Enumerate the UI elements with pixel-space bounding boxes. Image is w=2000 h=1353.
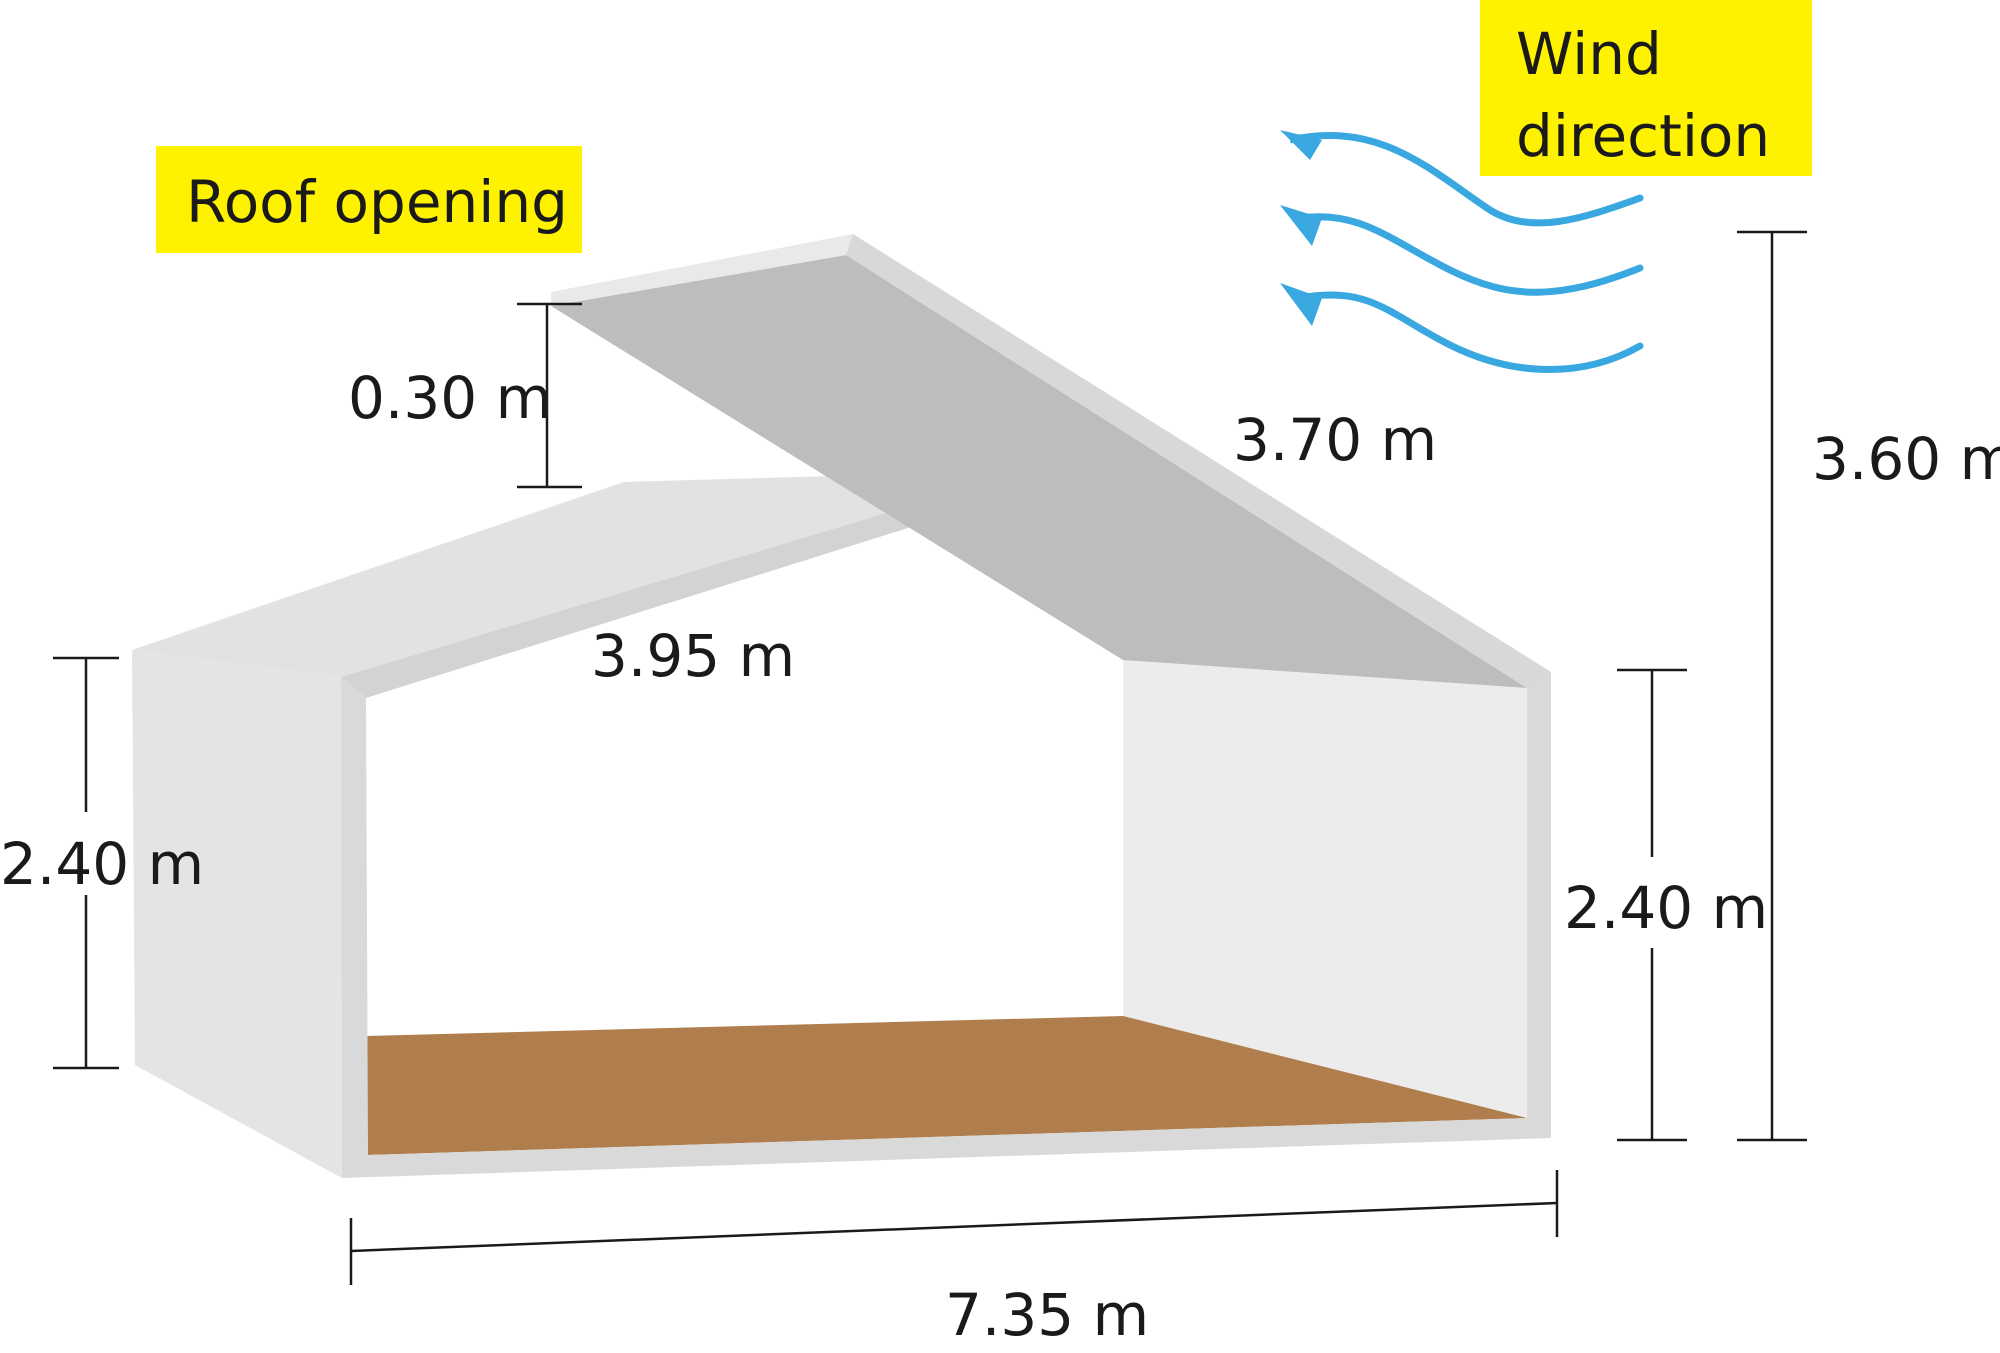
building-model bbox=[132, 234, 1551, 1178]
dim-opening-height bbox=[517, 302, 582, 489]
dim-total-height-text: 3.60 m bbox=[1812, 425, 2000, 493]
dim-left-wall-height-text: 2.40 m bbox=[0, 830, 204, 898]
roof-opening-label-bg bbox=[156, 146, 582, 253]
lower-roof-top bbox=[132, 473, 939, 677]
wind-arrowhead-3 bbox=[1280, 283, 1322, 326]
wind-direction-label: Wind direction bbox=[1480, 0, 1812, 176]
wind-arrowhead-2 bbox=[1280, 205, 1322, 246]
dimension-lines bbox=[53, 230, 1807, 1285]
dimension-labels: 0.30 m 3.70 m 3.95 m 3.60 m 2.40 m 2.40 … bbox=[0, 364, 2000, 1349]
wind-arrows bbox=[1280, 130, 1644, 374]
upper-roof-underside bbox=[551, 255, 1527, 688]
roof-opening-label-text: Roof opening bbox=[186, 168, 568, 236]
right-inner-wall bbox=[1123, 660, 1527, 1118]
upper-roof-frame bbox=[846, 234, 1551, 688]
wind-direction-label-line2: direction bbox=[1516, 102, 1770, 170]
front-frame-right-post bbox=[1527, 672, 1551, 1138]
front-frame-left-post bbox=[341, 677, 368, 1178]
dim-lower-roof-length-text: 3.95 m bbox=[591, 622, 795, 690]
dim-floor-length bbox=[349, 1170, 1559, 1285]
upper-roof-top-edge bbox=[551, 234, 853, 306]
lower-roof-edge bbox=[341, 497, 940, 698]
dim-floor-length-text: 7.35 m bbox=[945, 1281, 1149, 1348]
dim-left-wall-height bbox=[53, 656, 119, 1070]
front-frame-bottom bbox=[342, 1118, 1551, 1178]
dim-opening-height-text: 0.30 m bbox=[348, 364, 552, 432]
floor bbox=[366, 1016, 1527, 1155]
wind-arrow-2 bbox=[1296, 213, 1644, 296]
dim-right-wall-height-text: 2.40 m bbox=[1564, 874, 1768, 942]
wind-arrow-3 bbox=[1296, 291, 1644, 374]
dim-total-height bbox=[1737, 230, 1807, 1142]
dim-right-wall-height bbox=[1617, 668, 1687, 1142]
left-wall-face bbox=[132, 650, 342, 1178]
dim-upper-roof-length-text: 3.70 m bbox=[1233, 406, 1437, 474]
wind-direction-label-line1: Wind bbox=[1516, 20, 1662, 88]
wind-direction-label-bg bbox=[1480, 0, 1812, 176]
wind-arrowhead-1 bbox=[1280, 130, 1322, 160]
roof-opening-label: Roof opening bbox=[156, 146, 582, 253]
